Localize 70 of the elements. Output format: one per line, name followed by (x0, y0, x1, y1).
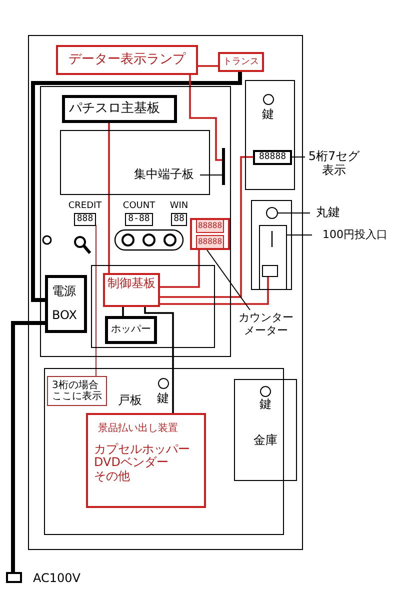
note-box (47, 376, 107, 406)
wire (160, 277, 269, 305)
power-box (45, 275, 87, 333)
leader-line (200, 174, 222, 176)
box-label: カウンターメーター (238, 312, 294, 338)
list-item: DVDベンダー (94, 456, 168, 470)
terminal-bar (222, 148, 225, 185)
key-label: 鍵 (262, 106, 274, 123)
box-label: ホッパー (111, 324, 151, 336)
box-heading: 景品払い出し装置 (98, 423, 178, 434)
counter-digits: 88888 (196, 219, 224, 233)
coin-sensor-box (262, 265, 278, 277)
key-label: 鍵 (157, 390, 169, 407)
coin-slot-frame (259, 225, 287, 290)
panel-label: 戸板 (118, 392, 142, 409)
box-label: 集中端子板 (134, 168, 194, 182)
leader-line (278, 212, 310, 214)
lamp-box (56, 45, 198, 75)
list-item: カプセルホッパー (94, 442, 190, 456)
digit-display: 888 (74, 213, 96, 226)
leader-line (206, 250, 250, 310)
door-panel (245, 80, 295, 190)
box-label: 3桁の場合ここに表示 (52, 380, 102, 402)
reel-panel (60, 130, 210, 195)
counter-digits: 88888 (196, 235, 224, 249)
lower-frame (44, 368, 284, 535)
display-caption: CREDIT (68, 202, 102, 211)
wire (189, 75, 222, 161)
safe-label: 金庫 (254, 434, 278, 448)
box-label: 電源 (52, 285, 76, 299)
list-item: その他 (94, 470, 130, 484)
wire (31, 72, 242, 302)
box-label: 制御基板 (108, 277, 156, 291)
box-label: 丸鍵 (316, 206, 340, 220)
key-label: 鍵 (260, 398, 272, 412)
control-board-box (103, 273, 160, 307)
coin-panel (251, 200, 292, 290)
plug-box (6, 572, 22, 583)
leader-line (286, 234, 312, 236)
transformer-box (218, 52, 264, 72)
hopper-box (105, 316, 157, 344)
digit-display: 8-88 (125, 213, 153, 226)
box-label: BOX (52, 309, 77, 323)
wire (144, 307, 174, 413)
display-caption: WIN (170, 202, 188, 211)
upper-frame (40, 86, 231, 357)
plug-label: AC100V (33, 571, 80, 585)
box-label: パチスロ主基板 (69, 102, 160, 116)
cabinet-frame (28, 35, 303, 550)
wire (108, 123, 110, 273)
wire (160, 156, 253, 298)
leader-line (292, 156, 306, 158)
main-board-box (62, 95, 177, 123)
wire (160, 250, 200, 288)
box-label: トランス (223, 56, 259, 68)
inner-frame (91, 265, 215, 348)
box-label: 100円投入口 (322, 228, 388, 242)
round-key-icon (266, 207, 278, 219)
dispenser-box (86, 413, 206, 508)
wire (122, 307, 124, 316)
segment-digits: 88888 (258, 153, 286, 162)
box-label: 5桁7セグ表示 (307, 150, 361, 178)
box-label: データー表示ランプ (68, 52, 186, 68)
digit-display: 88 (170, 213, 188, 226)
segment-display (253, 150, 292, 165)
wire (198, 65, 218, 67)
wire (11, 321, 45, 572)
display-caption: COUNT (122, 202, 156, 211)
counter-meter-box (190, 218, 230, 250)
safe-box (234, 379, 297, 481)
